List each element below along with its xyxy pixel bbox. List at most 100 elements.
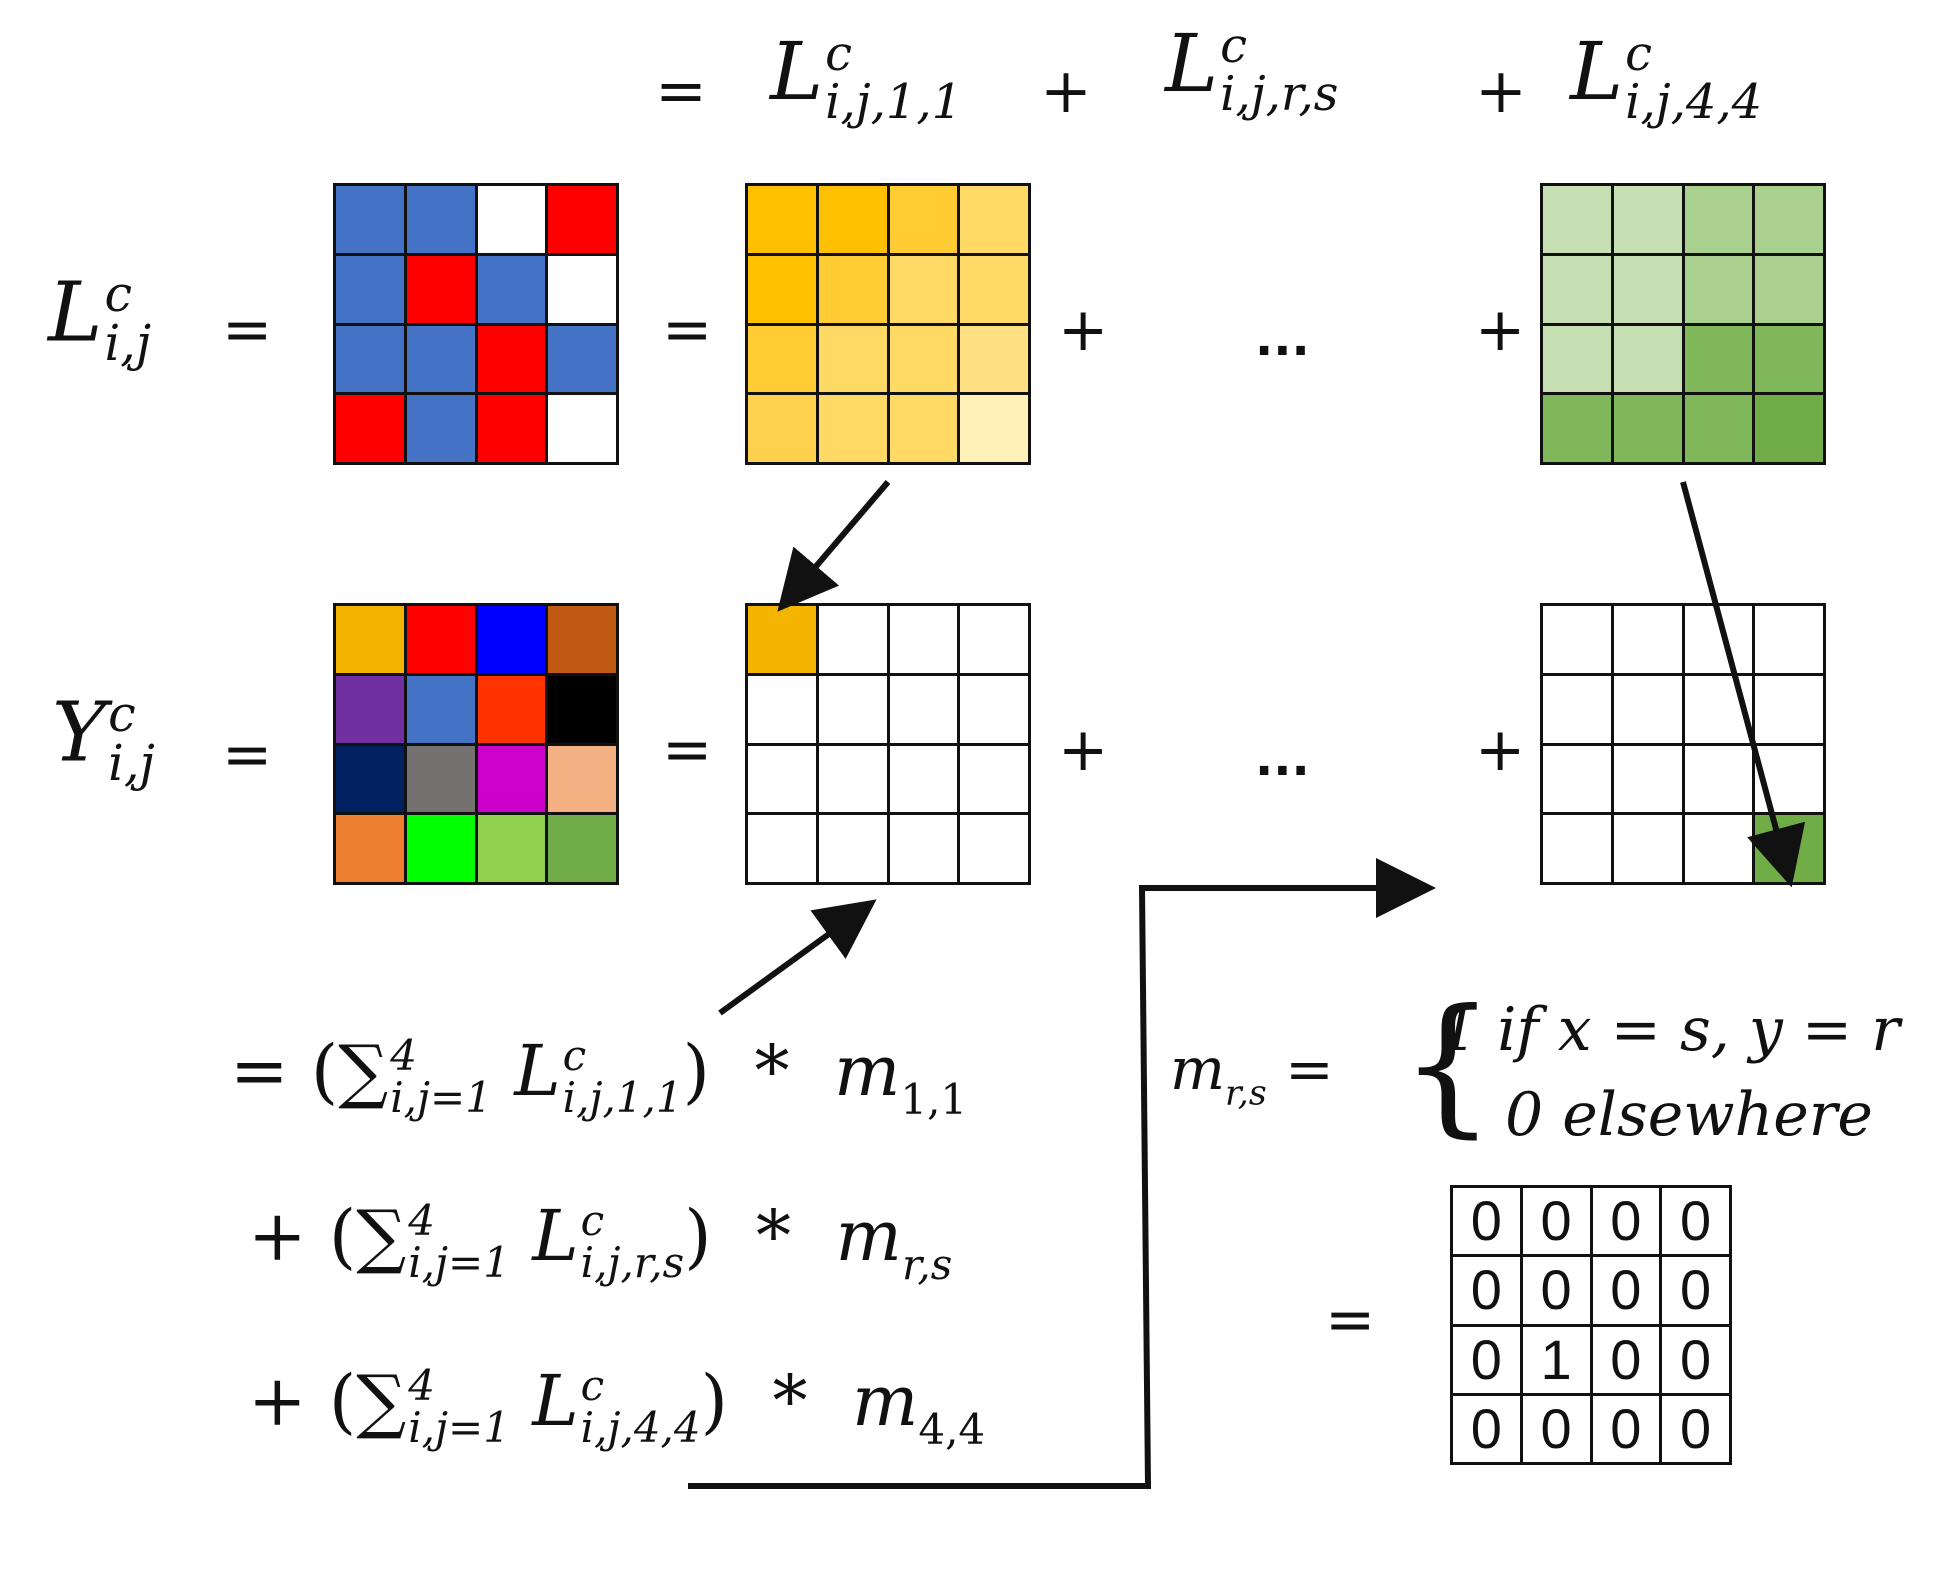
Y-term-4-4-cell-1-2 — [1613, 606, 1682, 673]
mask-cell-4-3: 0 — [1592, 1395, 1660, 1462]
arrow-bracket-to-Y44 — [688, 858, 1436, 1489]
Y-term-4-4-cell-2-4 — [1755, 675, 1823, 743]
L-ij-1-1-cell-3-2 — [818, 325, 887, 393]
Y-ij-cell-4-1 — [336, 815, 404, 882]
L-ij-cell-3-2 — [406, 325, 475, 393]
L-ij-4-4-cell-2-4 — [1755, 255, 1823, 323]
L-ij-4-4-cell-1-3 — [1684, 186, 1753, 253]
mask-cell-4-4: 0 — [1662, 1395, 1729, 1462]
Y-ij-cell-3-3 — [477, 745, 546, 813]
Y-term-4-4-cell-3-2 — [1613, 745, 1682, 813]
Y-ij-cell-4-3 — [477, 815, 546, 882]
arrow-L11-to-Y11 — [777, 480, 891, 612]
Y-term-4-4-cell-1-4 — [1755, 606, 1823, 673]
row1-equals-2: = — [662, 295, 713, 365]
L-ij-1-1-cell-2-2 — [818, 255, 887, 323]
top-plus-1: + — [1040, 54, 1092, 127]
grid-L-ij-1-1 — [745, 183, 1031, 465]
L-ij-cell-2-3 — [477, 255, 546, 323]
L-ij-4-4-cell-1-1 — [1543, 186, 1611, 253]
cases-brace: { — [1400, 978, 1496, 1152]
mask-cell-3-4: 0 — [1662, 1326, 1729, 1393]
Y-term-1-1-cell-4-4 — [960, 815, 1028, 882]
row1-plus-1: + — [1058, 295, 1109, 365]
case-zero: 0 elsewhere — [1505, 1080, 1873, 1150]
Y-ij-cell-3-4 — [548, 745, 616, 813]
Y-term-1-1-cell-3-3 — [889, 745, 958, 813]
Y-term-4-4-cell-4-3 — [1684, 815, 1753, 882]
Y-term-1-1-cell-4-3 — [889, 815, 958, 882]
L-ij-1-1-cell-3-4 — [960, 325, 1028, 393]
L-ij-1-1-cell-2-4 — [960, 255, 1028, 323]
Y-term-4-4-cell-1-1 — [1543, 606, 1611, 673]
mask-cell-2-2: 0 — [1522, 1257, 1590, 1324]
Y-term-1-1-cell-4-1 — [748, 815, 816, 882]
row2-equals-1: = — [222, 720, 273, 790]
L-ij-cell-1-2 — [406, 186, 475, 253]
mask-cell-2-3: 0 — [1592, 1257, 1660, 1324]
Y-ij-cell-1-2 — [406, 606, 475, 673]
top-equals: = — [655, 54, 707, 127]
row1-plus-2: + — [1475, 295, 1526, 365]
L-ij-cell-2-1 — [336, 255, 404, 323]
Y-term-1-1-cell-1-3 — [889, 606, 958, 673]
Y-term-1-1-cell-2-1 — [748, 675, 816, 743]
L-ij-4-4-cell-3-3 — [1684, 325, 1753, 393]
row1-equals-1: = — [222, 295, 273, 365]
Y-ij-cell-3-2 — [406, 745, 475, 813]
mask-cell-3-2: 1 — [1522, 1326, 1590, 1393]
mask-cell-2-1: 0 — [1453, 1257, 1520, 1324]
row2-equals-2: = — [662, 715, 713, 785]
L-ij-cell-4-1 — [336, 395, 404, 462]
L-ij-cell-4-2 — [406, 395, 475, 462]
arrow-sum-to-Y11 — [718, 899, 877, 1016]
Y-ij-cell-4-4 — [548, 815, 616, 882]
L-ij-1-1-cell-4-2 — [818, 395, 887, 462]
row2-plus-2: + — [1475, 715, 1526, 785]
grid-Y-term-1-1 — [745, 603, 1031, 885]
L-ij-cell-2-4 — [548, 255, 616, 323]
Y-term-4-4-cell-2-2 — [1613, 675, 1682, 743]
row2-plus-1: + — [1058, 715, 1109, 785]
Y-term-1-1-cell-3-1 — [748, 745, 816, 813]
L-ij-cell-4-3 — [477, 395, 546, 462]
Y-ij-cell-2-4 — [548, 675, 616, 743]
Y-ij-cell-2-3 — [477, 675, 546, 743]
L-ij-cell-1-3 — [477, 186, 546, 253]
arrow-L44-to-Y44 — [1680, 481, 1806, 888]
case-one: 1 if x = s, y = r — [1440, 995, 1900, 1065]
L-ij-1-1-cell-4-4 — [960, 395, 1028, 462]
row1-ellipsis: ... — [1255, 311, 1310, 367]
Y-term-1-1-cell-2-3 — [889, 675, 958, 743]
Y-term-1-1-cell-2-2 — [818, 675, 887, 743]
L-ij-4-4-cell-2-2 — [1613, 255, 1682, 323]
L-ij-4-4-cell-4-3 — [1684, 395, 1753, 462]
grid-L-ij — [333, 183, 619, 465]
L-ij-1-1-cell-3-3 — [889, 325, 958, 393]
Y-ij-cell-2-1 — [336, 675, 404, 743]
L-ij-1-1-cell-3-1 — [748, 325, 816, 393]
Y-term-1-1-cell-2-4 — [960, 675, 1028, 743]
Y-ij-cell-3-1 — [336, 745, 404, 813]
Y-ij-cell-1-4 — [548, 606, 616, 673]
L-ij-4-4-cell-2-1 — [1543, 255, 1611, 323]
Y-term-4-4-cell-3-1 — [1543, 745, 1611, 813]
Y-term-1-1-cell-1-1 — [748, 606, 816, 673]
L-ij-cell-1-1 — [336, 186, 404, 253]
mask-cell-1-2: 0 — [1522, 1188, 1590, 1255]
mask-cell-1-4: 0 — [1662, 1188, 1729, 1255]
Y-term-4-4-cell-4-2 — [1613, 815, 1682, 882]
L-ij-1-1-cell-1-4 — [960, 186, 1028, 253]
L-ij-cell-3-4 — [548, 325, 616, 393]
Y-term-1-1-cell-3-2 — [818, 745, 887, 813]
